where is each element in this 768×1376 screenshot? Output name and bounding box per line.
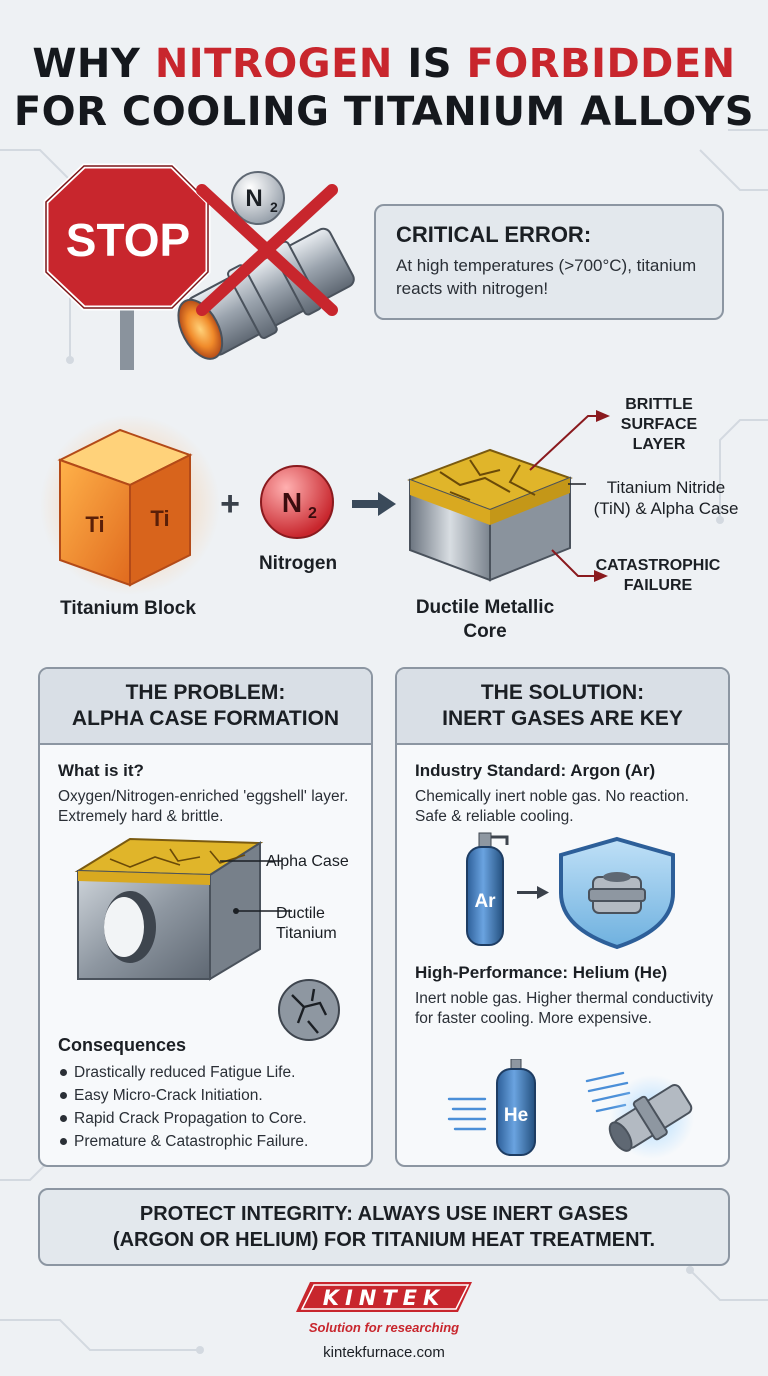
heading-line: THE PROBLEM: xyxy=(125,681,286,704)
website-url[interactable]: kintekfurnace.com xyxy=(323,1344,445,1361)
what-is-it-text: Oxygen/Nitrogen-enriched 'eggshell' laye… xyxy=(58,788,349,825)
critical-error-text: At high temperatures (>700°C), titanium … xyxy=(396,256,697,298)
cracked-circle-icon xyxy=(278,979,340,1041)
arrow-right-icon xyxy=(517,886,549,899)
heading-line: INERT GASES ARE KEY xyxy=(442,707,683,730)
plus-sign: + xyxy=(220,485,240,523)
title-line-2: FOR COOLING TITANIUM ALLOYS xyxy=(13,89,755,135)
footer-banner: PROTECT INTEGRITY: ALWAYS USE INERT GASE… xyxy=(38,1188,730,1266)
title-highlight-forbidden: FORBIDDEN xyxy=(466,41,736,87)
heading-line: ALPHA CASE FORMATION xyxy=(71,707,340,730)
callout-line: FAILURE xyxy=(623,577,693,594)
argon-cylinder-icon xyxy=(466,832,509,946)
helium-text: Inert noble gas. Higher thermal conducti… xyxy=(415,990,714,1027)
callout-line: BRITTLE xyxy=(625,396,693,413)
critical-error-heading: CRITICAL ERROR: xyxy=(396,222,592,247)
molecule-subscript: 2 xyxy=(270,199,278,215)
helium-symbol: He xyxy=(504,1105,528,1126)
title-line-1: WHY NITROGEN IS FORBIDDEN xyxy=(0,40,768,88)
ti-symbol-front: Ti xyxy=(85,512,104,537)
list-item: Drastically reduced Fatigue Life. xyxy=(58,1061,308,1084)
consequences-title: Consequences xyxy=(58,1035,187,1055)
consequences-list: Drastically reduced Fatigue Life. Easy M… xyxy=(58,1061,308,1153)
callout-line: (TiN) & Alpha Case xyxy=(593,499,739,518)
callout-brittle-surface: BRITTLE SURFACE LAYER xyxy=(594,395,724,455)
heading-line: THE SOLUTION: xyxy=(480,681,645,704)
reaction-diagram: Ti Ti + N 2 xyxy=(40,410,610,595)
list-item: Easy Micro-Crack Initiation. xyxy=(58,1084,308,1107)
critical-error-box: CRITICAL ERROR: At high temperatures (>7… xyxy=(374,204,724,320)
what-is-it-title: What is it? xyxy=(58,761,144,780)
nitrogen-ball-icon xyxy=(260,465,334,539)
list-item: Rapid Crack Propagation to Core. xyxy=(58,1107,308,1130)
ti-symbol-side: Ti xyxy=(150,506,169,531)
solution-panel: THE SOLUTION: INERT GASES ARE KEY Indust… xyxy=(395,667,730,1167)
nitrogen-molecule-icon xyxy=(231,171,285,225)
callout-titanium-nitride: Titanium Nitride (TiN) & Alpha Case xyxy=(576,477,756,519)
title-text: IS xyxy=(392,41,467,87)
ductile-titanium-label: Ductile Titanium xyxy=(276,904,337,944)
helium-illustration: He xyxy=(447,1059,694,1159)
solution-panel-heading: THE SOLUTION: INERT GASES ARE KEY xyxy=(397,669,728,745)
stop-sign-text: STOP xyxy=(66,214,190,266)
titanium-part-icon xyxy=(588,872,646,914)
argon-symbol: Ar xyxy=(474,891,496,912)
alpha-case-label: Alpha Case xyxy=(266,853,349,870)
argon-title: Industry Standard: Argon (Ar) xyxy=(415,761,656,780)
argon-illustration: Ar xyxy=(466,832,675,949)
problem-panel: THE PROBLEM: ALPHA CASE FORMATION What i… xyxy=(38,667,373,1167)
kintek-logo: KINTEK xyxy=(296,1282,472,1312)
alpha-case-block-illustration xyxy=(74,837,292,981)
callout-line: LAYER xyxy=(632,436,686,453)
n2-symbol: N xyxy=(282,487,302,518)
page-title: WHY NITROGEN IS FORBIDDEN FOR COOLING TI… xyxy=(0,40,768,136)
argon-text: Chemically inert noble gas. No reaction.… xyxy=(415,788,689,825)
title-highlight-nitrogen: NITROGEN xyxy=(154,41,393,87)
helium-title: High-Performance: Helium (He) xyxy=(415,963,668,982)
brand-tagline: Solution for researching xyxy=(308,1320,460,1335)
list-item: Premature & Catastrophic Failure. xyxy=(58,1130,308,1153)
callout-line: SURFACE xyxy=(620,416,698,433)
stop-sign-illustration: STOP N 2 xyxy=(43,163,355,370)
molecule-symbol: N xyxy=(245,185,262,212)
arrow-right-icon xyxy=(352,492,396,516)
callout-catastrophic-failure: CATASTROPHIC FAILURE xyxy=(578,556,738,596)
label-line: Ductile xyxy=(276,905,325,922)
label-line: Titanium xyxy=(276,925,337,942)
problem-panel-heading: THE PROBLEM: ALPHA CASE FORMATION xyxy=(40,669,371,745)
title-text: WHY xyxy=(32,41,155,87)
ductile-core-label: Ductile Metallic Core xyxy=(415,597,555,642)
n2-subscript: 2 xyxy=(308,505,317,522)
helium-cylinder-icon xyxy=(496,1059,536,1156)
red-x-icon xyxy=(196,184,338,316)
footer-line: PROTECT INTEGRITY: ALWAYS USE INERT GASE… xyxy=(139,1203,629,1225)
titanium-block-label: Titanium Block xyxy=(60,598,196,619)
callout-line: Titanium Nitride xyxy=(606,478,726,497)
callout-line: CATASTROPHIC xyxy=(595,557,721,574)
brand-name: KINTEK xyxy=(323,1286,446,1310)
footer-line: (ARGON OR HELIUM) FOR TITANIUM HEAT TREA… xyxy=(112,1229,656,1251)
nitrogen-label: Nitrogen xyxy=(258,553,338,574)
cooled-part-icon xyxy=(608,1084,693,1152)
